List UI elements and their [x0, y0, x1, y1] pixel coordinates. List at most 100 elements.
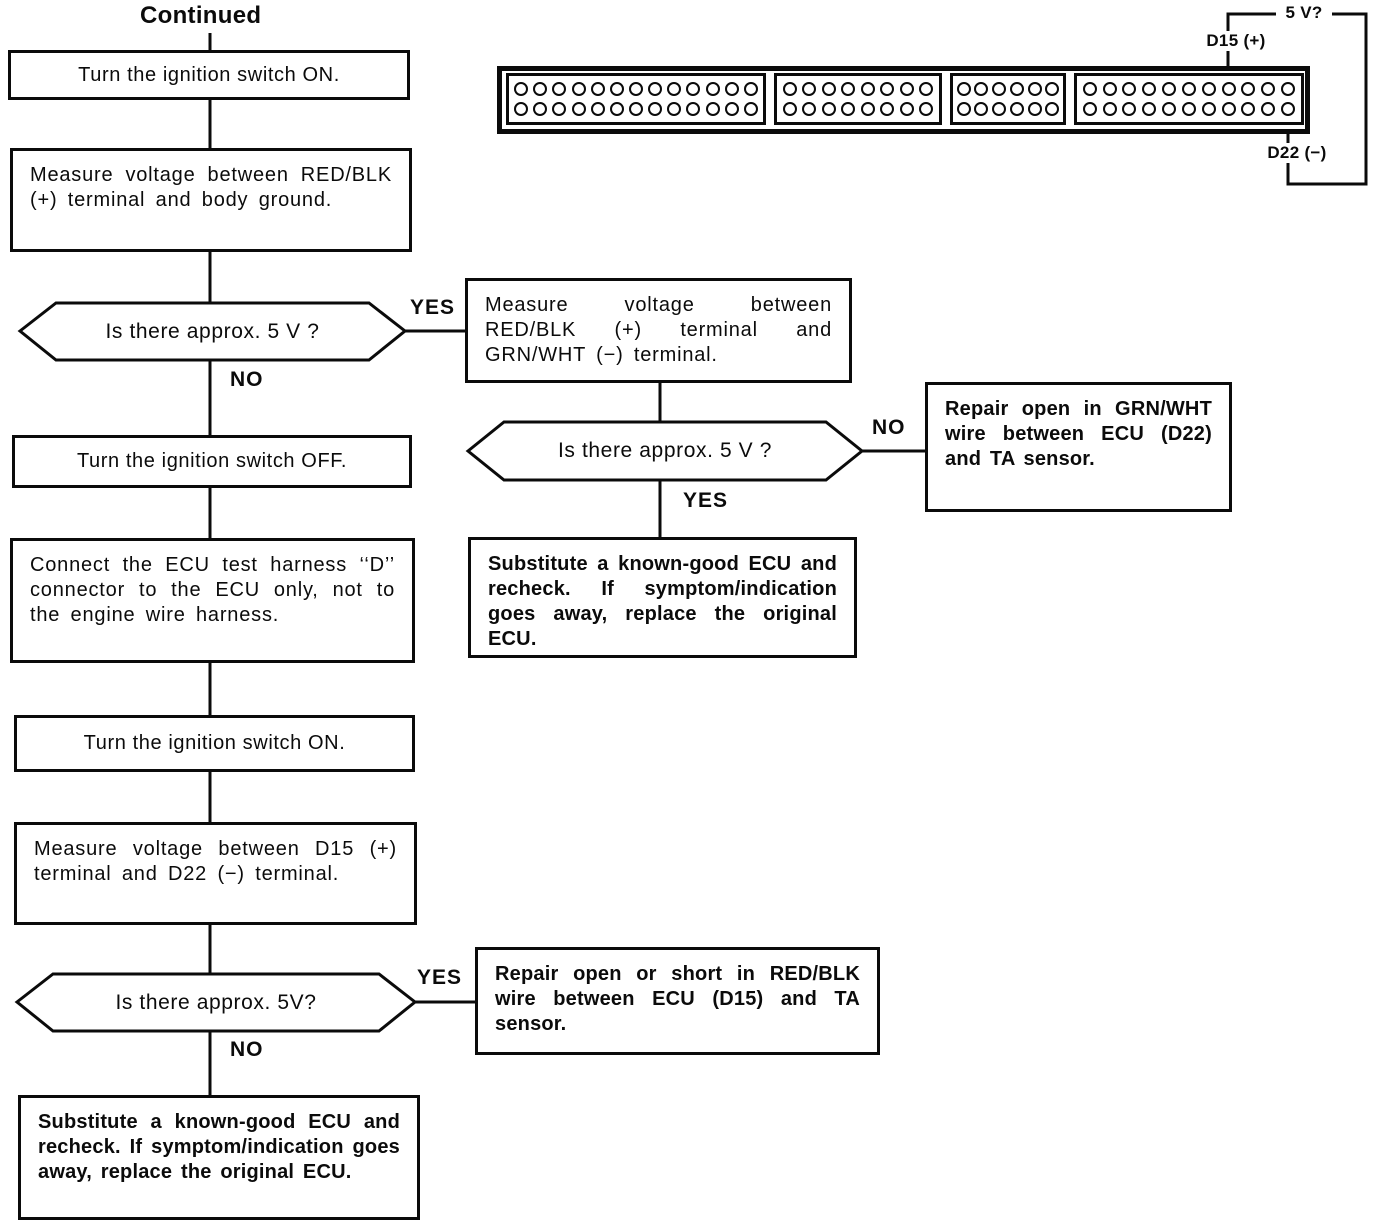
connector-pin: [956, 82, 971, 96]
connector-pin: [590, 82, 605, 96]
pin-row: [1077, 82, 1301, 96]
decision-approx-5v-2: Is there approx. 5 V ?: [558, 439, 772, 462]
connector-pin: [628, 102, 643, 116]
connector-pin: [1142, 102, 1157, 116]
connector-pin: [992, 82, 1007, 96]
connector-pin: [628, 82, 643, 96]
connector-pin: [743, 102, 758, 116]
connector-pin: [1162, 82, 1177, 96]
connector-pin: [1221, 102, 1236, 116]
pin-row: [953, 82, 1063, 96]
connector-pin: [1181, 82, 1196, 96]
branch-no-1: NO: [230, 368, 264, 391]
pin-row: [509, 102, 763, 116]
connector-pin: [1261, 82, 1276, 96]
connector-pin: [1281, 82, 1296, 96]
connector-pin: [743, 82, 758, 96]
page-title: Continued: [140, 2, 262, 29]
connector-pin: [899, 82, 914, 96]
connector-pin: [1201, 102, 1216, 116]
step-ignition-on-1: Turn the ignition switch ON.: [8, 50, 410, 100]
step-ignition-off: Turn the ignition switch OFF.: [12, 435, 412, 488]
connector-pin: [609, 82, 624, 96]
connector-pin: [899, 102, 914, 116]
step-measure-d15-d22: Measure voltage between D15 (+) terminal…: [14, 822, 417, 925]
connector-pin: [1122, 102, 1137, 116]
ecu-connector-section-d: [1074, 73, 1304, 125]
connector-pin: [821, 82, 836, 96]
connector-pin: [992, 102, 1007, 116]
pin-row: [777, 102, 939, 116]
connector-pin: [514, 82, 529, 96]
result-substitute-ecu-bottom: Substitute a known-good ECU and recheck.…: [18, 1095, 420, 1220]
connector-pin: [533, 102, 548, 116]
decision-approx-5v-3: Is there approx. 5V?: [115, 990, 317, 1014]
connector-pin: [1261, 102, 1276, 116]
connector-pin: [609, 102, 624, 116]
connector-pin: [552, 102, 567, 116]
connector-pin: [1181, 102, 1196, 116]
voltage-check-label: 5 V?: [1276, 3, 1332, 23]
connector-pin: [686, 102, 701, 116]
connector-pin: [919, 82, 934, 96]
connector-pin: [841, 102, 856, 116]
decision-shape-2: [465, 420, 865, 482]
connector-pin: [1009, 102, 1024, 116]
connector-pin: [705, 82, 720, 96]
connector-pin: [1102, 102, 1117, 116]
connector-pin: [974, 102, 989, 116]
ecu-connector-section-b: [774, 73, 942, 125]
step-connect-test-harness: Connect the ECU test harness ‘‘D’’ conne…: [10, 538, 415, 663]
step-ignition-on-2: Turn the ignition switch ON.: [14, 715, 415, 772]
connector-pin: [1241, 82, 1256, 96]
connector-pin: [860, 102, 875, 116]
connector-pin: [1241, 102, 1256, 116]
connector-pin: [956, 102, 971, 116]
decision-shape-1: [17, 301, 408, 362]
connector-pin: [1162, 102, 1177, 116]
voltmeter-wire: [1226, 12, 1368, 186]
connector-pin: [724, 82, 739, 96]
connector-pin: [1045, 102, 1060, 116]
connector-pin: [571, 102, 586, 116]
connector-pin: [533, 82, 548, 96]
pin-row: [953, 102, 1063, 116]
connector-pin: [705, 102, 720, 116]
connector-pin: [1281, 102, 1296, 116]
step-measure-redblk-grnwht: Measure voltage between RED/BLK (+) term…: [465, 278, 852, 383]
connector-pin: [782, 102, 797, 116]
connector-pin: [919, 102, 934, 116]
connector-pin: [782, 82, 797, 96]
connector-pin: [724, 102, 739, 116]
pin-d15-label: D15 (+): [1196, 31, 1276, 51]
pin-d22-label: D22 (−): [1254, 143, 1340, 163]
connector-pin: [648, 82, 663, 96]
connector-pin: [1102, 82, 1117, 96]
connector-pin: [686, 82, 701, 96]
ecu-connector-section-c: [950, 73, 1066, 125]
connector-pin: [880, 82, 895, 96]
connector-pin: [1082, 102, 1097, 116]
result-repair-grnwht-wire: Repair open in GRN/WHT wire between ECU …: [925, 382, 1232, 512]
connector-pin: [821, 102, 836, 116]
branch-yes-2: YES: [683, 489, 729, 512]
ecu-connector-diagram: [497, 66, 1310, 134]
connector-pin: [974, 82, 989, 96]
decision-shape-3: [14, 972, 418, 1033]
step-measure-redblk-ground: Measure voltage between RED/BLK (+) term…: [10, 148, 412, 252]
connector-pin: [1122, 82, 1137, 96]
connector-pin: [667, 82, 682, 96]
ecu-connector-section-a: [506, 73, 766, 125]
connector-pin: [648, 102, 663, 116]
connector-pin: [667, 102, 682, 116]
connector-pin: [1009, 82, 1024, 96]
pin-row: [777, 82, 939, 96]
connector-pin: [590, 102, 605, 116]
connector-pin: [1142, 82, 1157, 96]
connector-pin: [880, 102, 895, 116]
branch-yes-3: YES: [417, 966, 463, 989]
decision-approx-5v-1: Is there approx. 5 V ?: [105, 319, 320, 343]
connector-pin: [1027, 82, 1042, 96]
